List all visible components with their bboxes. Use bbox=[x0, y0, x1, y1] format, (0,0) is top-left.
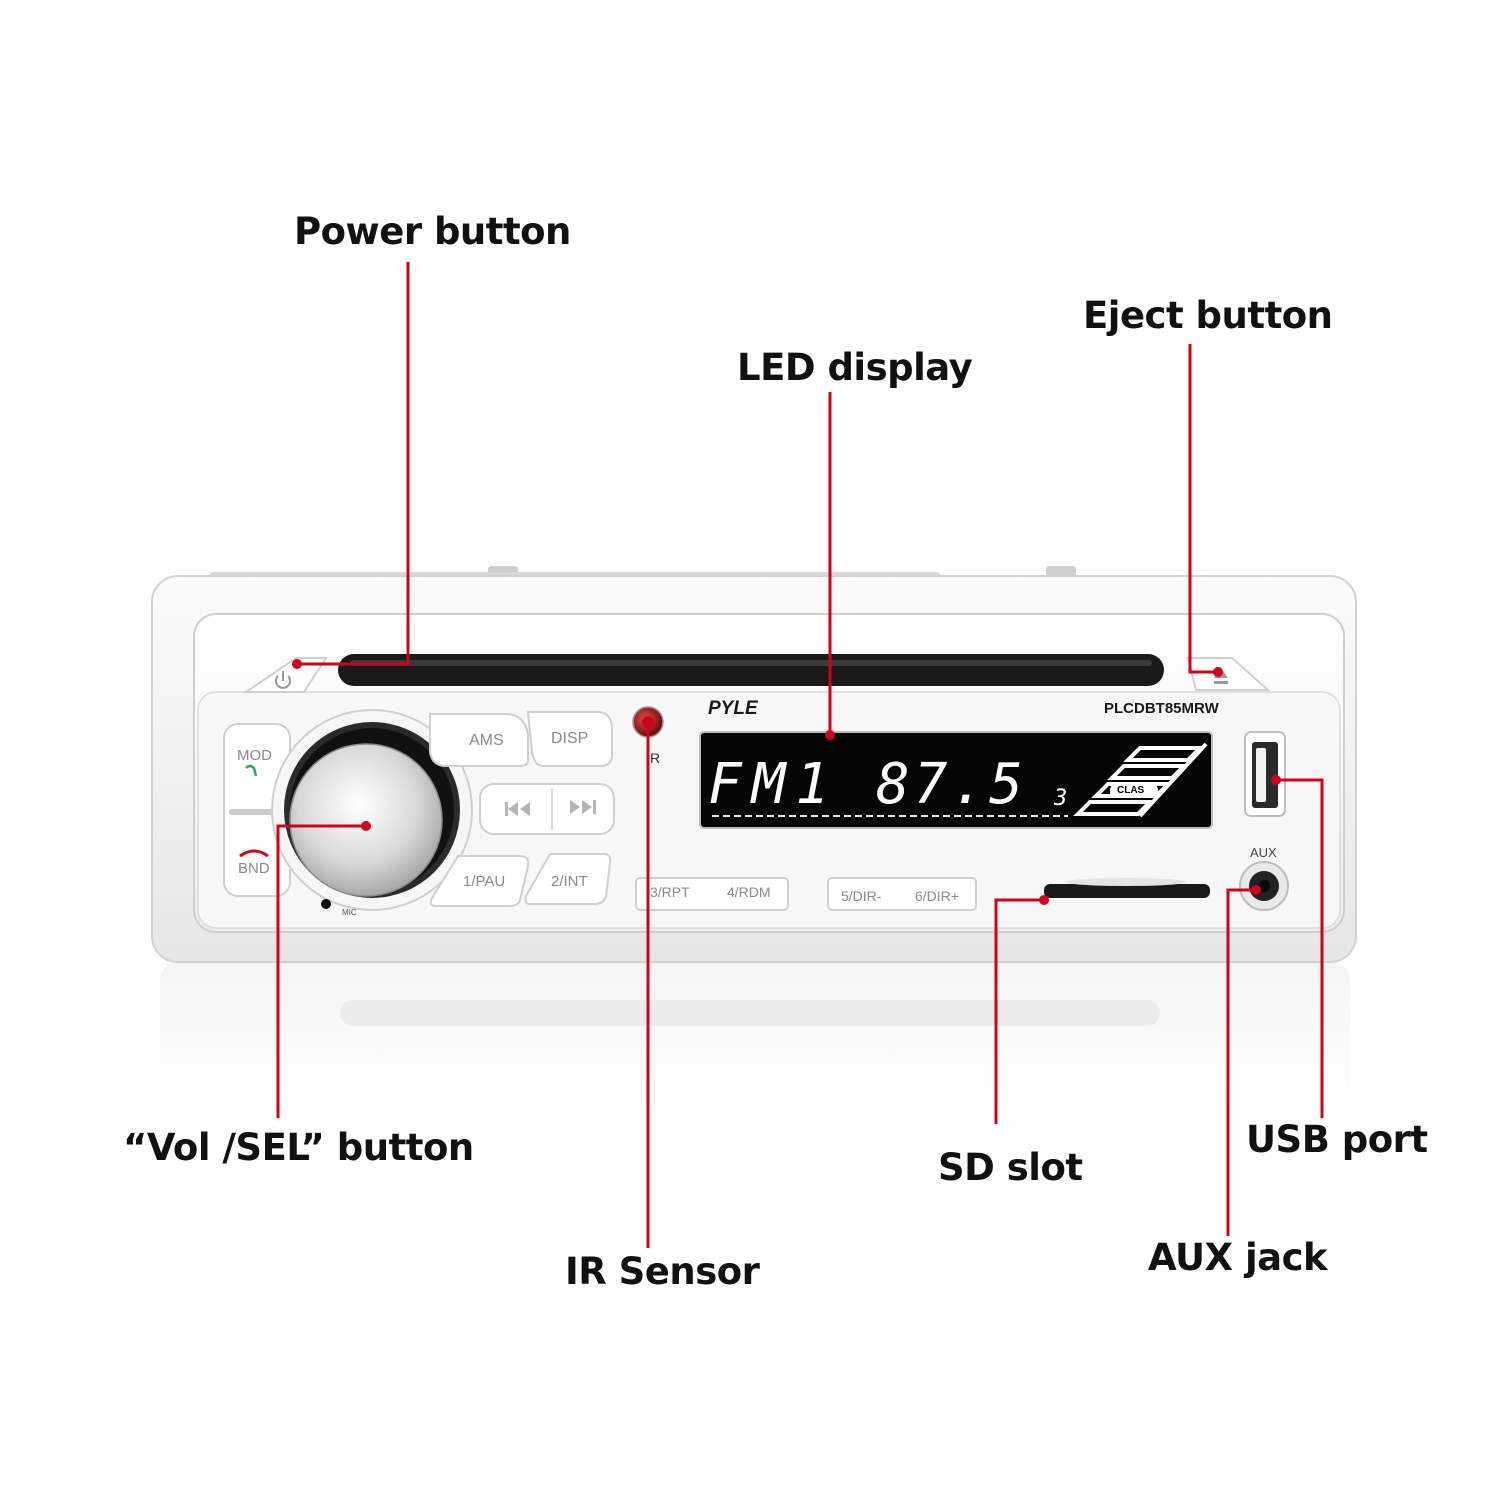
callout-power-button: Power button bbox=[294, 210, 571, 253]
next-track-icon bbox=[570, 800, 596, 814]
pau-button-shape bbox=[429, 855, 530, 907]
lcd-window bbox=[699, 731, 1213, 829]
leader-dots bbox=[292, 659, 1281, 905]
mod-button-label[interactable]: MOD bbox=[237, 747, 272, 764]
disp-button[interactable]: DISP bbox=[551, 730, 589, 747]
power-button-shape bbox=[242, 657, 328, 693]
callout-led-display: LED display bbox=[737, 346, 973, 389]
callout-vol-sel-button: “Vol /SEL” button bbox=[123, 1126, 474, 1169]
ams-button[interactable]: AMS bbox=[469, 732, 504, 749]
leader-eject bbox=[1188, 344, 1218, 674]
mic-hole bbox=[321, 899, 331, 909]
callout-sd-slot: SD slot bbox=[938, 1146, 1083, 1189]
prev-track-icon bbox=[505, 802, 530, 816]
callout-eject-button: Eject button bbox=[1083, 294, 1333, 337]
mic-label: MIC bbox=[342, 908, 357, 917]
leader-sd bbox=[994, 898, 1044, 1124]
lcd-eq-mode: CLAS bbox=[1117, 785, 1145, 796]
lcd-preset: 3 bbox=[1054, 786, 1068, 811]
bnd-button-label[interactable]: BND bbox=[238, 860, 270, 877]
model-number: PLCDBT85MRW bbox=[1104, 700, 1219, 717]
lcd-band: FM1 bbox=[708, 752, 840, 817]
brand-logo: PYLE bbox=[708, 698, 758, 719]
leader-aux bbox=[1226, 888, 1256, 1236]
callout-ir-sensor: IR Sensor bbox=[565, 1250, 760, 1293]
volume-knob bbox=[289, 743, 443, 897]
eject-button-shape bbox=[1186, 657, 1271, 691]
rdm-button[interactable]: 4/RDM bbox=[727, 884, 771, 900]
leader-lines bbox=[276, 262, 1324, 1248]
leader-vol bbox=[276, 824, 366, 1118]
rpt-button[interactable]: 3/RPT bbox=[650, 884, 690, 900]
ir-label: R bbox=[650, 750, 661, 766]
phone-answer-icon bbox=[245, 764, 258, 777]
dir-minus-button[interactable]: 5/DIR- bbox=[841, 888, 882, 904]
disp-button-shape bbox=[526, 711, 613, 767]
prev-next-button-shape bbox=[479, 783, 615, 835]
callout-aux-jack: AUX jack bbox=[1148, 1236, 1328, 1279]
rpt-rdm-button-shape bbox=[635, 877, 789, 911]
pau-button[interactable]: 1/PAU bbox=[463, 873, 506, 890]
leader-power bbox=[297, 262, 410, 666]
dir-plus-button[interactable]: 6/DIR+ bbox=[915, 888, 959, 904]
callout-usb-port: USB port bbox=[1246, 1118, 1428, 1161]
int-button[interactable]: 2/INT bbox=[551, 873, 588, 890]
int-button-shape bbox=[524, 853, 612, 905]
lcd-frequency: 87.5 bbox=[876, 752, 1027, 817]
dir-button-shape bbox=[827, 877, 977, 911]
ams-button-shape bbox=[429, 713, 529, 767]
floor-reflection bbox=[160, 962, 1350, 1112]
power-icon bbox=[275, 671, 291, 689]
leader-usb bbox=[1276, 778, 1324, 1118]
cd-slot bbox=[338, 654, 1164, 686]
aux-label: AUX bbox=[1250, 845, 1277, 860]
phone-hangup-icon bbox=[239, 849, 269, 858]
sd-slot bbox=[1044, 884, 1210, 898]
